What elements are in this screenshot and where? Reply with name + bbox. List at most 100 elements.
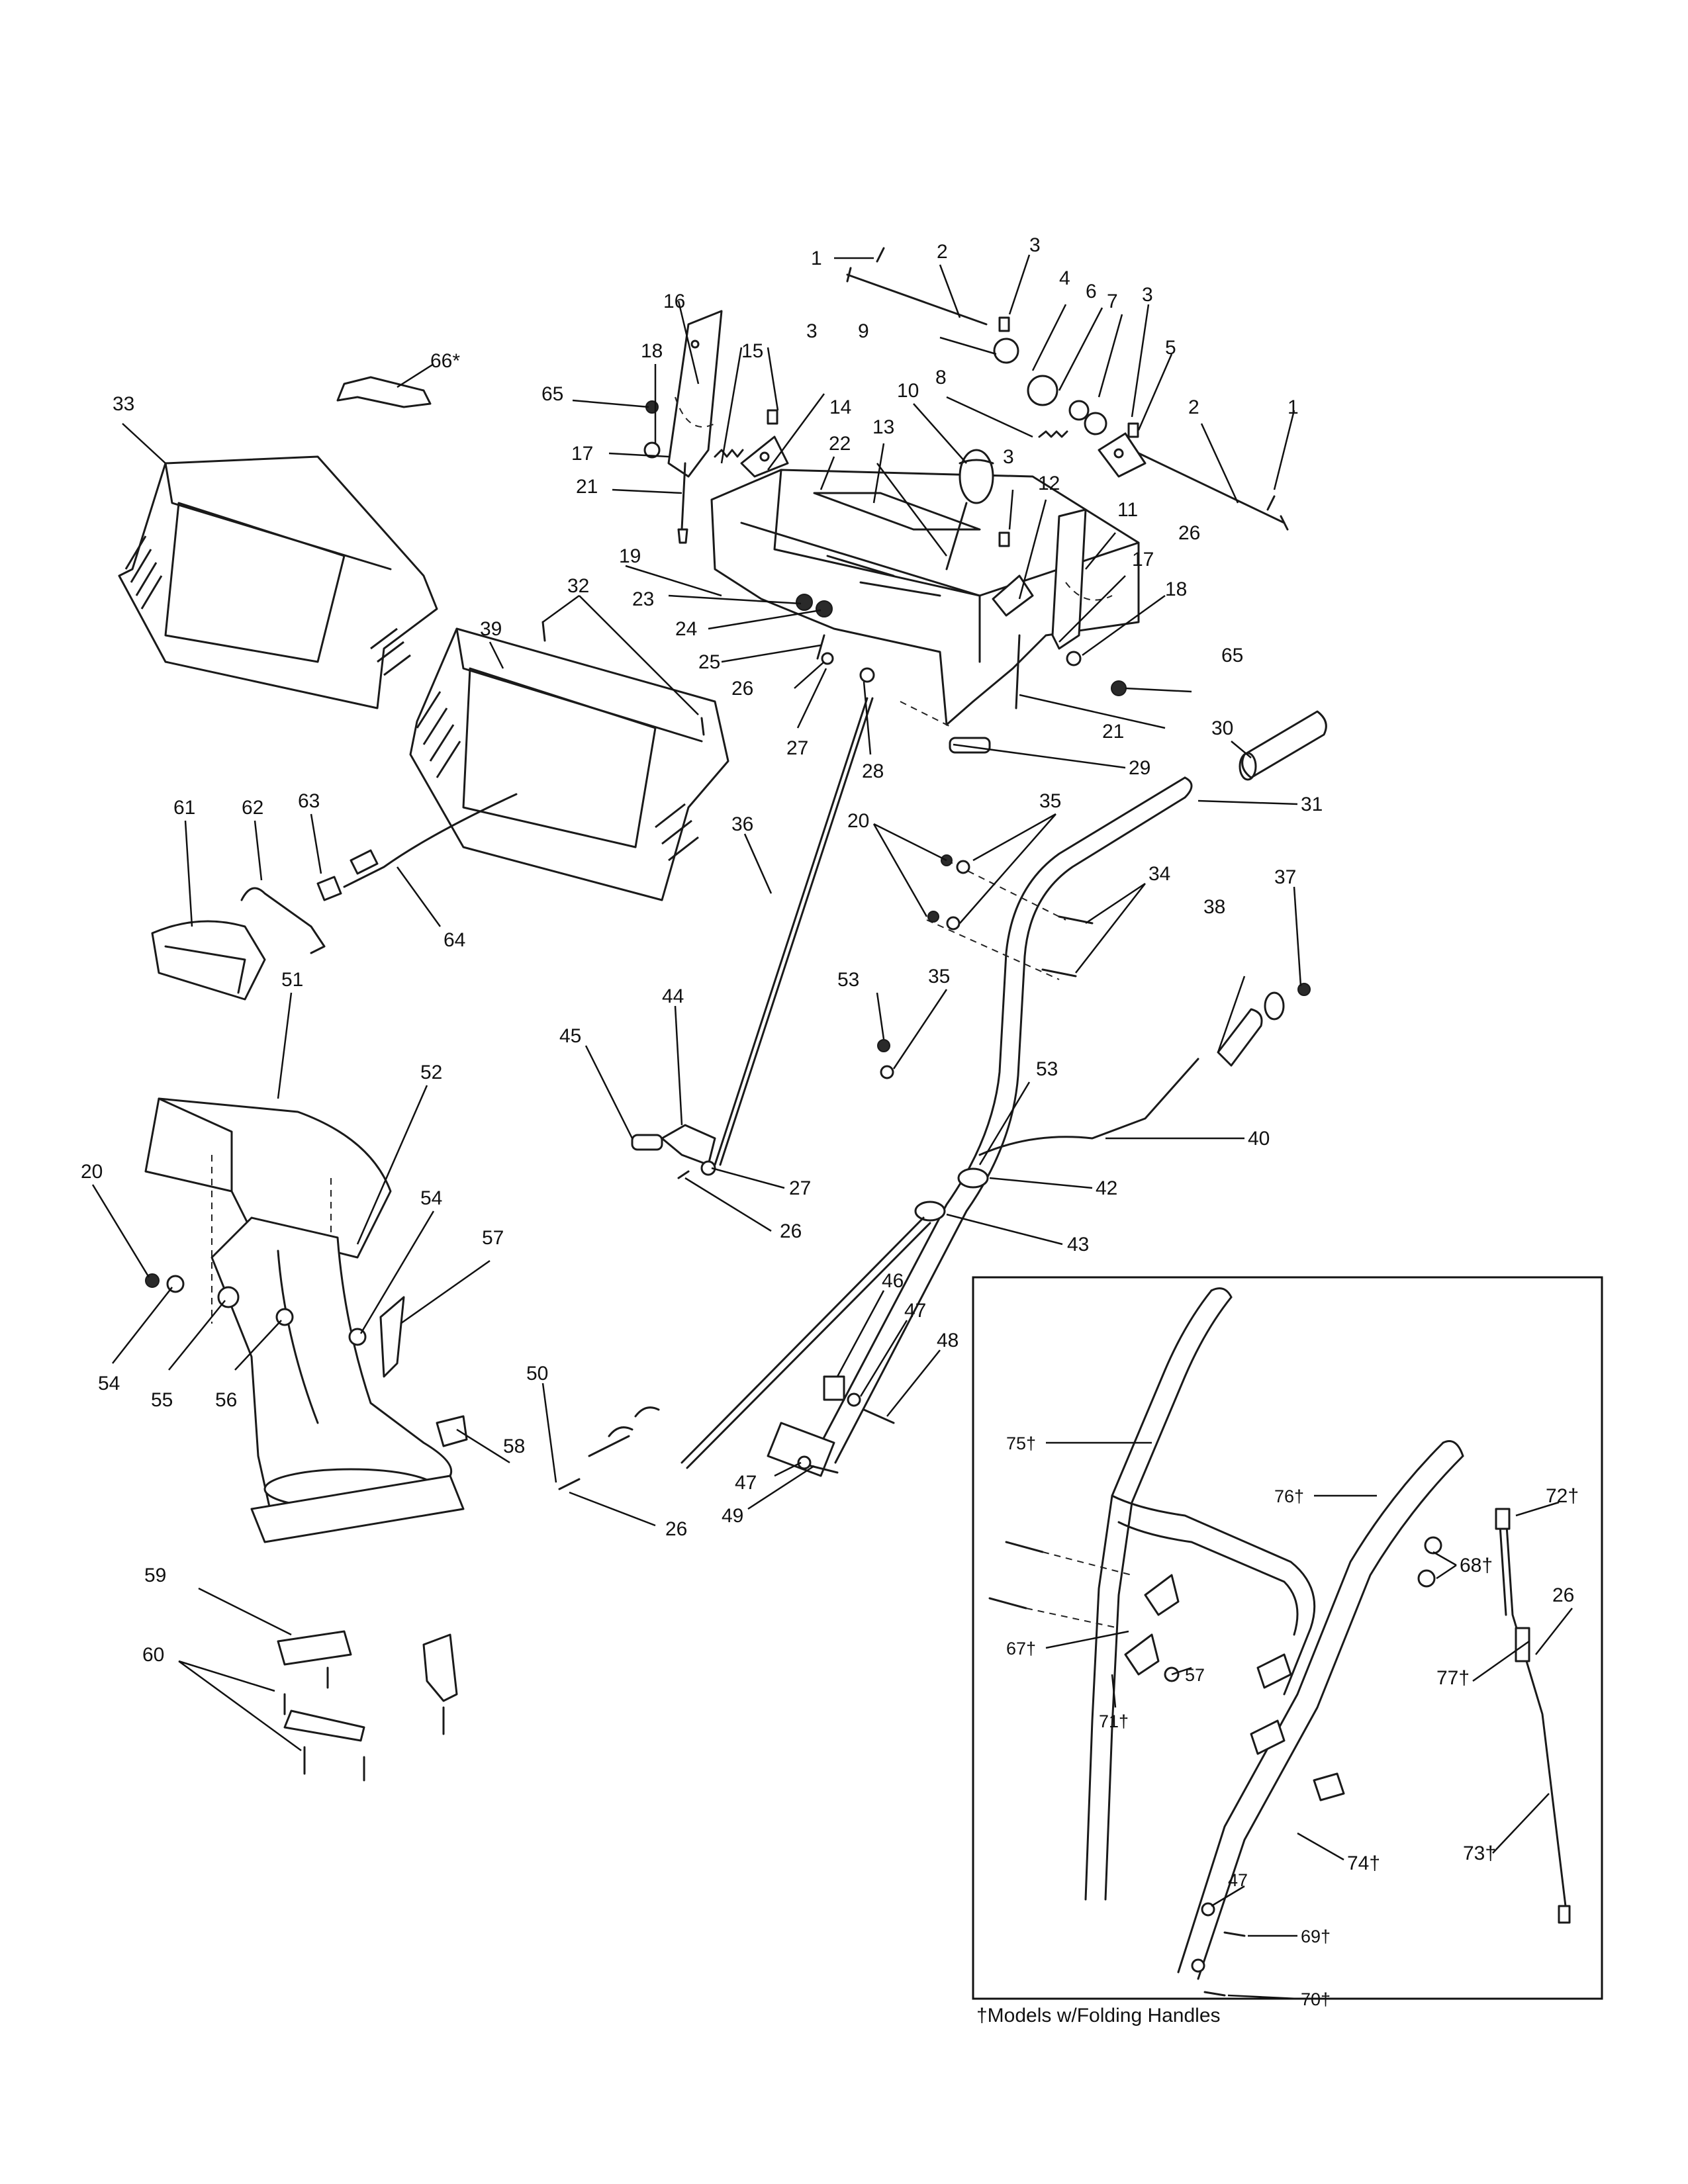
callout-52: 52 <box>420 1062 442 1083</box>
callout-26e: 26 <box>1552 1584 1574 1606</box>
callout-47a: 47 <box>904 1300 926 1322</box>
callout-17a: 17 <box>571 443 593 465</box>
callout-26d: 26 <box>665 1518 687 1540</box>
callout-3c: 3 <box>806 320 818 342</box>
callout-7: 7 <box>1107 291 1118 312</box>
callout-16: 16 <box>663 291 685 312</box>
callout-53a: 53 <box>837 969 859 991</box>
callout-14: 14 <box>829 396 851 418</box>
callout-29: 29 <box>1129 757 1150 779</box>
callout-11: 11 <box>1117 499 1138 521</box>
callout-8: 8 <box>935 367 947 388</box>
callout-65b: 65 <box>1221 645 1243 666</box>
callout-55: 55 <box>151 1389 173 1411</box>
callout-24: 24 <box>675 618 697 640</box>
callout-34: 34 <box>1149 863 1170 885</box>
callout-38: 38 <box>1203 896 1225 918</box>
callout-22: 22 <box>829 433 851 455</box>
callout-48: 48 <box>937 1330 959 1351</box>
callout-76: 76† <box>1274 1486 1304 1506</box>
callout-72: 72† <box>1546 1485 1579 1507</box>
callout-46: 46 <box>882 1270 904 1292</box>
callout-47c: 47 <box>1228 1870 1248 1890</box>
callout-26c: 26 <box>780 1220 802 1242</box>
callout-35b: 35 <box>928 966 950 987</box>
callout-18b: 18 <box>1165 578 1187 600</box>
callout-2a: 2 <box>937 241 948 263</box>
callout-6: 6 <box>1086 281 1097 302</box>
callout-9: 9 <box>858 320 869 342</box>
callout-30: 30 <box>1211 717 1233 739</box>
callout-21b: 21 <box>1102 721 1124 743</box>
callout-3d: 3 <box>1003 446 1014 468</box>
callout-39: 39 <box>480 618 502 640</box>
callout-3b: 3 <box>1142 284 1153 306</box>
callout-33: 33 <box>113 393 134 415</box>
callout-12: 12 <box>1038 473 1060 494</box>
callout-61: 61 <box>173 797 195 819</box>
callout-51: 51 <box>281 969 303 991</box>
handle-assembly <box>558 697 1311 1490</box>
callout-53b: 53 <box>1036 1058 1058 1080</box>
callout-3a: 3 <box>1029 234 1041 256</box>
callout-54b: 54 <box>98 1373 120 1394</box>
callout-57a: 57 <box>482 1227 504 1249</box>
callout-59: 59 <box>144 1565 166 1586</box>
callout-57b: 57 <box>1185 1665 1205 1685</box>
callout-64: 64 <box>444 929 465 951</box>
callout-70: 70† <box>1301 1989 1331 2009</box>
callout-73: 73† <box>1463 1843 1496 1864</box>
callout-21a: 21 <box>576 476 598 498</box>
callout-18a: 18 <box>641 340 663 362</box>
callout-20a: 20 <box>847 810 869 832</box>
callout-77: 77† <box>1436 1667 1470 1689</box>
callout-5: 5 <box>1165 337 1176 359</box>
callout-13: 13 <box>872 416 894 438</box>
callout-27b: 27 <box>789 1177 811 1199</box>
chute-assembly <box>144 1097 468 1782</box>
callout-20b: 20 <box>81 1161 103 1183</box>
callout-labels: 1 1 2 2 3 3 3 3 4 5 6 7 8 9 10 11 12 13 … <box>81 234 1579 2009</box>
shroud-assembly <box>118 376 729 1001</box>
callout-26a: 26 <box>731 678 753 700</box>
callout-40: 40 <box>1248 1128 1270 1150</box>
callout-2b: 2 <box>1188 396 1199 418</box>
callout-37: 37 <box>1274 866 1296 888</box>
callout-27a: 27 <box>786 737 808 759</box>
callout-74: 74† <box>1347 1852 1380 1874</box>
callout-68: 68† <box>1460 1555 1493 1576</box>
callout-58: 58 <box>503 1435 525 1457</box>
callout-10: 10 <box>897 380 919 402</box>
callout-43: 43 <box>1067 1234 1089 1255</box>
callout-35a: 35 <box>1039 790 1061 812</box>
callout-31: 31 <box>1301 794 1323 815</box>
callout-25: 25 <box>698 651 720 673</box>
callout-50: 50 <box>526 1363 548 1385</box>
callout-1a: 1 <box>811 248 822 269</box>
callout-4: 4 <box>1059 267 1070 289</box>
callout-49: 49 <box>722 1505 743 1527</box>
callout-66: 66* <box>430 350 460 372</box>
folding-handle-inset <box>972 1276 1603 2000</box>
dashboard-assembly <box>643 247 1327 781</box>
callout-42: 42 <box>1096 1177 1117 1199</box>
inset-footnote: †Models w/Folding Handles <box>976 2005 1221 2026</box>
callout-71: 71† <box>1099 1711 1129 1731</box>
callout-19: 19 <box>619 545 641 567</box>
leader-lines <box>91 254 1573 2000</box>
callout-47b: 47 <box>735 1472 757 1494</box>
callout-67: 67† <box>1006 1639 1036 1659</box>
callout-75: 75† <box>1006 1433 1036 1453</box>
callout-1b: 1 <box>1288 396 1299 418</box>
callout-56: 56 <box>215 1389 237 1411</box>
callout-32: 32 <box>567 575 589 597</box>
callout-28: 28 <box>862 760 884 782</box>
callout-63: 63 <box>298 790 320 812</box>
callout-62: 62 <box>242 797 263 819</box>
callout-36: 36 <box>731 813 753 835</box>
callout-44: 44 <box>662 985 684 1007</box>
callout-17b: 17 <box>1132 549 1154 570</box>
callout-23: 23 <box>632 588 654 610</box>
callout-15: 15 <box>741 340 763 362</box>
